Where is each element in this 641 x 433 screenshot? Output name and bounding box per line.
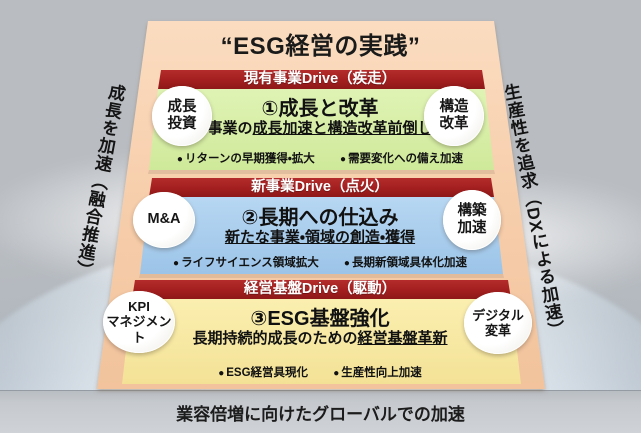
badge-growth-investment-label: 成長投資 bbox=[167, 98, 197, 132]
badge-digital-transformation: デジタル変革 bbox=[464, 292, 532, 354]
tier1-bullet-2: 需要変化への備え加速 bbox=[340, 150, 463, 166]
tier-new-business: 新事業Drive（点火） ②長期への仕込み 新たな事業・領域の創造・獲得 ライフ… bbox=[147, 178, 493, 274]
tier-current-business: 現有事業Drive（疾走） ①成長と改革 事業の成長加速と構造改革前倒し リター… bbox=[155, 70, 485, 170]
tier-management-foundation: 経営基盤Drive（駆動） ③ESG基盤強化 長期持続的成長のための経営基盤革新… bbox=[122, 280, 518, 384]
tier3-subheading: 長期持続的成長のための経営基盤革新 bbox=[122, 327, 518, 348]
badge-ma: M&A bbox=[133, 192, 195, 248]
tier1-body: ①成長と改革 事業の成長加速と構造改革前倒し リターンの早期獲得・拡大 需要変化… bbox=[155, 89, 485, 170]
badge-structural-reform: 構造改革 bbox=[424, 86, 484, 146]
badge-build-acceleration: 構築加速 bbox=[443, 190, 501, 250]
badge-digital-transformation-label: デジタル変革 bbox=[472, 307, 524, 338]
tier2-sub-underlined: 新たな事業・領域の創造・獲得 bbox=[224, 229, 416, 246]
tier1-header: 現有事業Drive（疾走） bbox=[243, 71, 397, 87]
tier1-main-heading: ①成長と改革 bbox=[261, 98, 379, 120]
tier3-bullet-1: ESG経営具現化 bbox=[218, 364, 308, 380]
tier2-bullet-1: ライフサイエンス領域拡大 bbox=[173, 254, 319, 270]
badge-structural-reform-label: 構造改革 bbox=[439, 98, 469, 132]
tier3-body: ③ESG基盤強化 長期持続的成長のための経営基盤革新 ESG経営具現化 生産性向… bbox=[122, 299, 518, 384]
page-title: “ESG経営の実践” bbox=[220, 33, 421, 60]
badge-ma-label: M&A bbox=[147, 211, 181, 228]
tier3-bullet-2: 生産性向上加速 bbox=[333, 364, 422, 380]
bottom-caption: 業容倍増に向けたグローバルでの加速 bbox=[176, 405, 465, 424]
badge-growth-investment: 成長投資 bbox=[152, 86, 212, 146]
tier1-sub-prefix: 事業の bbox=[207, 120, 253, 137]
tier3-main-heading: ③ESG基盤強化 bbox=[250, 308, 390, 330]
badge-build-acceleration-label: 構築加速 bbox=[457, 202, 487, 236]
tier1-sub-underlined: 成長加速と構造改革前倒し bbox=[252, 120, 433, 137]
tier1-bullet-1: リターンの早期獲得・拡大 bbox=[177, 150, 315, 166]
tier2-main-heading: ②長期への仕込み bbox=[241, 207, 399, 229]
tier2-bullets: ライフサイエンス領域拡大 長期新領域具体化加速 bbox=[147, 254, 493, 270]
tier3-sub-underlined: 経営基盤革新 bbox=[357, 330, 448, 347]
tier3-bullets: ESG経営具現化 生産性向上加速 bbox=[122, 364, 518, 380]
tier2-body: ②長期への仕込み 新たな事業・領域の創造・獲得 ライフサイエンス領域拡大 長期新… bbox=[147, 197, 493, 274]
tier1-subheading: 事業の成長加速と構造改革前倒し bbox=[155, 117, 485, 138]
tier1-bullets: リターンの早期獲得・拡大 需要変化への備え加速 bbox=[155, 150, 485, 166]
background-bottom-band bbox=[0, 390, 641, 433]
tier2-subheading: 新たな事業・領域の創造・獲得 bbox=[147, 226, 493, 247]
tier2-header: 新事業Drive（点火） bbox=[251, 179, 389, 195]
tier3-header: 経営基盤Drive（駆動） bbox=[243, 281, 397, 297]
tier3-sub-prefix: 長期持続的成長のための bbox=[192, 330, 358, 347]
tier2-bullet-2: 長期新領域具体化加速 bbox=[344, 254, 467, 270]
